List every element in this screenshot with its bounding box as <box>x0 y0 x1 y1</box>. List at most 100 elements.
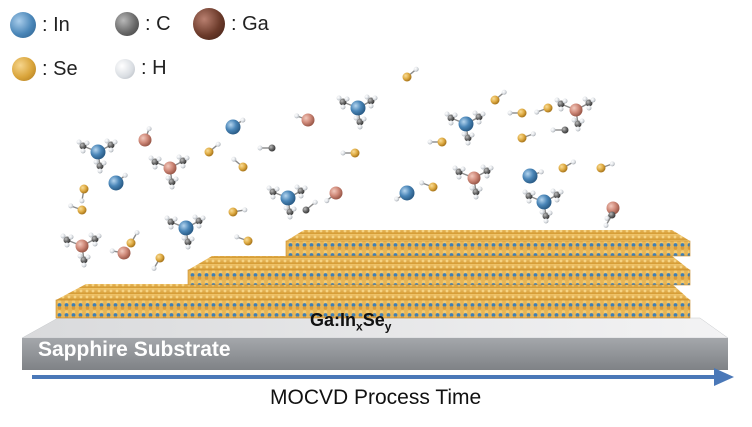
hydrogen-atom <box>555 98 560 103</box>
hydrogen-atom <box>544 219 549 224</box>
hydrogen-atom <box>373 96 378 101</box>
hydrogen-atom <box>365 95 370 100</box>
selenium-atom <box>205 148 214 157</box>
hydrogen-atom <box>453 166 458 171</box>
hydrogen-atom <box>358 125 363 130</box>
substrate-label: Sapphire Substrate <box>38 338 231 362</box>
hydrogen-atom <box>534 110 539 115</box>
hydrogen-atom <box>540 210 545 215</box>
hydrogen-atom <box>193 215 198 220</box>
hydrogen-atom <box>531 191 536 196</box>
hydrogen-atom <box>169 225 174 230</box>
hydrogen-atom <box>295 185 300 190</box>
hydrogen-atom <box>539 169 544 174</box>
hydrogen-atom <box>462 132 467 137</box>
hydrogen-atom <box>89 233 94 238</box>
indium-atom <box>281 191 296 206</box>
hydrogen-atom <box>414 67 419 72</box>
hydrogen-atom <box>174 177 179 182</box>
indium-atom <box>523 169 538 184</box>
hydrogen-atom <box>177 155 182 160</box>
hydrogen-atom <box>470 133 475 138</box>
hydrogen-atom <box>466 141 471 146</box>
selenium-atom <box>127 239 136 248</box>
hydrogen-atom <box>182 236 187 241</box>
hydrogen-atom <box>303 186 308 191</box>
selenium-atom <box>303 207 310 214</box>
hydrogen-atom <box>489 166 494 171</box>
hydrogen-atom <box>481 165 486 170</box>
indium-atom <box>459 117 474 132</box>
hydrogen-atom <box>576 127 581 132</box>
hydrogen-atom <box>173 217 178 222</box>
selenium-atom <box>559 164 568 173</box>
hydrogen-atom <box>271 195 276 200</box>
hydrogen-atom <box>457 175 462 180</box>
gallium-atom <box>330 187 343 200</box>
hydrogen-atom <box>231 157 236 162</box>
hydrogen-atom <box>485 174 490 179</box>
selenium-atom <box>562 127 569 134</box>
hydrogen-atom <box>109 148 114 153</box>
hydrogen-atom <box>461 167 466 172</box>
hydrogen-atom <box>216 142 221 147</box>
hydrogen-atom <box>82 263 87 268</box>
hydrogen-atom <box>345 97 350 102</box>
selenium-atom <box>429 183 438 192</box>
selenium-atom <box>269 145 276 152</box>
selenium-atom <box>597 164 606 173</box>
selenium-atom <box>351 149 360 158</box>
hydrogen-atom <box>153 165 158 170</box>
film-layer-top <box>286 230 690 256</box>
hydrogen-atom <box>69 235 74 240</box>
hydrogen-atom <box>313 200 318 205</box>
hydrogen-atom <box>571 160 576 165</box>
indium-atom <box>537 195 552 210</box>
gallium-atom <box>570 104 583 117</box>
process-time-axis-label: MOCVD Process Time <box>270 386 481 410</box>
selenium-atom <box>518 109 527 118</box>
hydrogen-atom <box>275 187 280 192</box>
hydrogen-atom <box>369 104 374 109</box>
hydrogen-atom <box>79 198 84 203</box>
hydrogen-atom <box>449 121 454 126</box>
hydrogen-atom <box>337 96 342 101</box>
hydrogen-atom <box>186 245 191 250</box>
hydrogen-atom <box>170 185 175 190</box>
hydrogen-atom <box>240 118 245 123</box>
hydrogen-atom <box>181 164 186 169</box>
selenium-atom <box>438 138 447 147</box>
indium-atom <box>109 176 124 191</box>
hydrogen-atom <box>166 176 171 181</box>
hydrogen-atom <box>580 119 585 124</box>
hydrogen-atom <box>65 243 70 248</box>
hydrogen-atom <box>555 198 560 203</box>
hydrogen-atom <box>324 198 329 203</box>
hydrogen-atom <box>419 180 424 185</box>
hydrogen-atom <box>258 146 263 151</box>
selenium-atom <box>229 208 238 217</box>
selenium-atom <box>403 73 412 82</box>
hydrogen-atom <box>587 106 592 111</box>
hydrogen-atom <box>548 211 553 216</box>
selenium-atom <box>544 104 553 113</box>
selenium-atom <box>80 185 89 194</box>
hydrogen-atom <box>610 161 615 166</box>
hydrogen-atom <box>149 156 154 161</box>
hydrogen-atom <box>152 266 157 271</box>
hydrogen-atom <box>234 234 239 239</box>
hydrogen-atom <box>591 98 596 103</box>
gallium-atom <box>118 247 131 260</box>
film-layer-middle <box>188 256 690 285</box>
indium-atom <box>351 101 366 116</box>
hydrogen-atom <box>604 223 609 228</box>
hydrogen-atom <box>481 112 486 117</box>
hydrogen-atom <box>110 248 115 253</box>
selenium-atom <box>78 206 87 215</box>
hydrogen-atom <box>185 156 190 161</box>
hydrogen-atom <box>147 126 152 131</box>
selenium-atom <box>518 134 527 143</box>
hydrogen-atom <box>551 128 556 133</box>
indium-atom <box>226 120 241 135</box>
hydrogen-atom <box>572 118 577 123</box>
